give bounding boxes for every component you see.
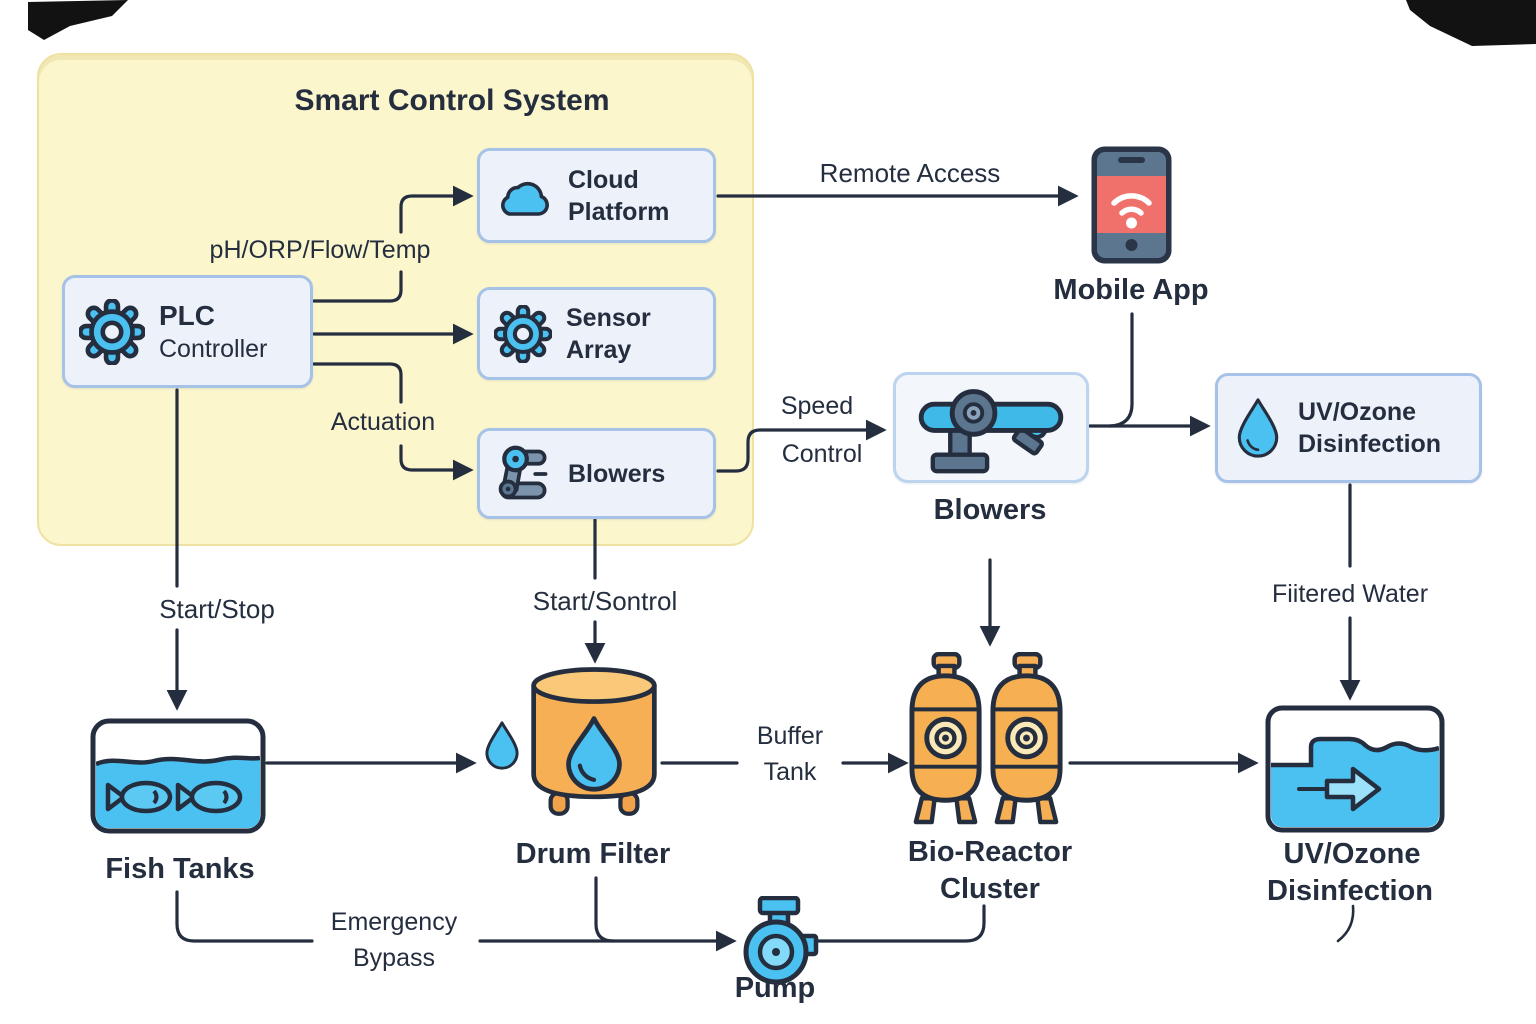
blower-machine-icon (918, 389, 1064, 474)
pump-icon (743, 896, 819, 985)
plc-label-line1: PLC (159, 299, 215, 331)
edge-label-start-stop: Start/Stop (159, 594, 275, 624)
edge-pump-bio (814, 904, 986, 943)
water-drop-icon (485, 721, 519, 770)
edge-label-sensors: pH/ORP/Flow/Temp (209, 236, 431, 264)
mobile-app-caption: Mobile App (1053, 274, 1209, 306)
water-drop-icon (566, 716, 622, 792)
robot-arm-icon (498, 445, 548, 499)
node-blowers-control: Blowers (477, 428, 716, 519)
edge-label-actuation: Actuation (330, 408, 436, 436)
edge-label-buffer: Buffer (756, 722, 824, 750)
reactor-tank-icon (909, 652, 982, 825)
gear-icon (494, 304, 552, 363)
drum-filter-icon (531, 667, 657, 816)
edge-bypass-a (175, 890, 314, 943)
blowers-box-label: Blowers (568, 459, 666, 488)
edge-plc-blowers-b (399, 444, 474, 481)
gear-icon (79, 298, 145, 365)
uv-box-label-line2: Disinfection (1298, 430, 1442, 458)
flow-arrow-icon (1324, 766, 1382, 812)
node-cloud-platform: Cloud Platform (477, 148, 716, 243)
edge-label-emergency: Emergency (330, 908, 458, 936)
cloud-icon (500, 181, 549, 216)
fish-tanks-caption: Fish Tanks (105, 853, 255, 885)
uv-ozone-tank-icon (1265, 705, 1445, 833)
plc-label-line2: Controller (159, 335, 268, 364)
uv-box-label-line1: UV/Ozone (1298, 398, 1417, 426)
bio-reactor-caption-line1: Bio-Reactor (907, 836, 1073, 868)
edge-plc-cloud-b (399, 185, 474, 234)
blowers-unit-caption: Blowers (933, 494, 1047, 526)
sensor-label-line2: Array (566, 335, 632, 364)
edge-label-remote-access: Remote Access (819, 158, 1001, 188)
panel-title: Smart Control System (294, 84, 610, 117)
edge-label-bypass: Bypass (353, 944, 435, 972)
edge-plc-cloud-a (312, 270, 403, 303)
uv-ozone-caption-line1: UV/Ozone (1283, 838, 1421, 870)
bio-reactor-icon (909, 652, 1063, 825)
node-sensor-array: Sensor Array (477, 287, 716, 380)
corner-marks (28, 0, 1536, 46)
fish-icon (175, 780, 243, 814)
uv-ozone-caption-line2: Disinfection (1267, 875, 1433, 907)
corner-mark-left (28, 0, 128, 40)
sensor-label-line1: Sensor (566, 303, 651, 332)
edge-uv-caption-tail (1336, 904, 1355, 943)
cloud-label-line1: Cloud (568, 165, 639, 194)
edge-speed-control (716, 419, 887, 473)
node-blowers-unit (893, 372, 1089, 483)
edge-label-tank: Tank (763, 758, 817, 786)
node-plc-controller: PLC Controller (62, 275, 313, 388)
corner-mark-right (1406, 0, 1536, 46)
edge-label-control: Control (781, 440, 863, 468)
edge-mobile-join (1108, 312, 1134, 428)
cloud-label-line2: Platform (568, 197, 670, 226)
bio-reactor-caption-line2: Cluster (940, 873, 1040, 905)
drum-filter-caption: Drum Filter (515, 838, 671, 870)
node-uv-ozone-box: UV/Ozone Disinfection (1215, 373, 1482, 483)
edge-label-filtered-water: Fiitered Water (1271, 580, 1429, 608)
fish-icon (105, 780, 173, 814)
fish-tank-icon (90, 718, 266, 834)
edge-label-start-control: Start/Sontrol (532, 586, 678, 616)
edge-label-speed: Speed (780, 392, 854, 420)
mobile-phone-icon (1091, 146, 1172, 264)
wifi-icon (1111, 193, 1152, 216)
reactor-tank-icon (990, 652, 1063, 825)
edge-drum-merge (594, 876, 615, 943)
water-drop-icon (1237, 398, 1279, 458)
edge-plc-blowers-a (312, 362, 403, 404)
pump-caption: Pump (734, 972, 816, 1004)
